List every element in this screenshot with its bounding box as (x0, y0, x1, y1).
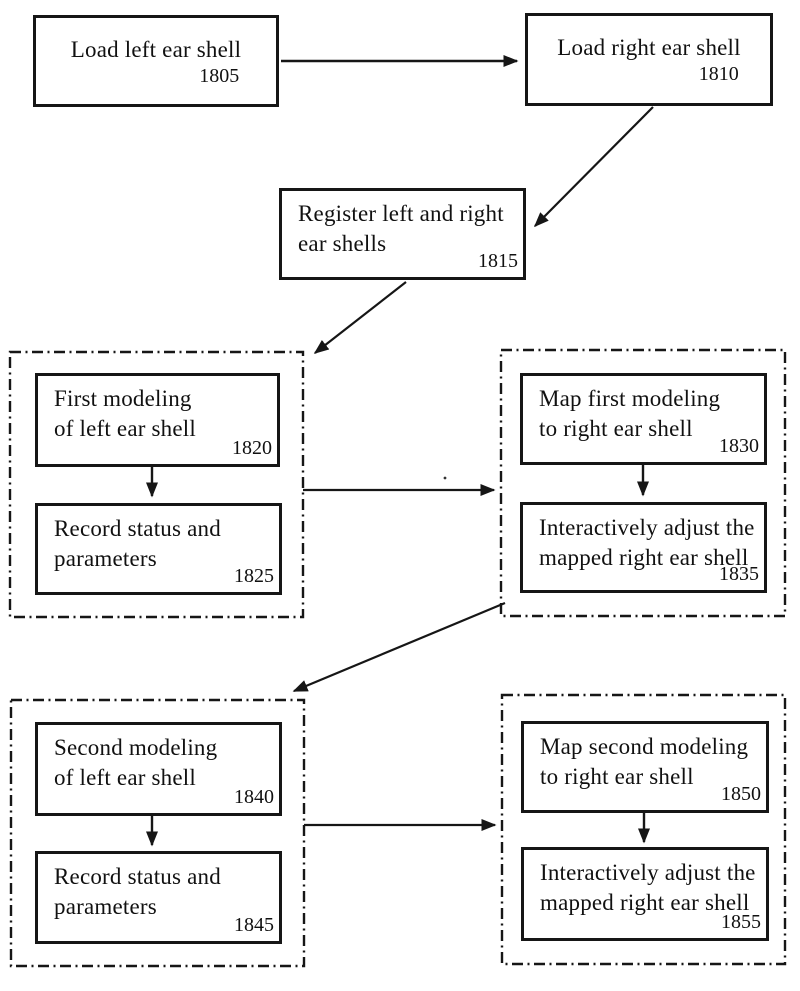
flow-box-1845-ref: 1845 (234, 914, 274, 936)
flow-box-1830-ref: 1830 (719, 435, 759, 457)
flow-box-1855-label: Interactively adjust the mapped right ea… (540, 860, 756, 915)
scan-speck (443, 476, 447, 480)
flow-box-1825-ref: 1825 (234, 565, 274, 587)
dashed-group-first-modeling-left (8, 350, 305, 619)
arrow-first-right-to-second-left-group (292, 601, 506, 693)
flow-box-1815-label: Register left and right ear shells (298, 201, 504, 256)
flow-box-1810-ref: 1810 (698, 63, 739, 85)
flow-box-1830-label: Map first modeling to right ear shell (539, 386, 721, 441)
flow-box-1840-ref: 1840 (234, 786, 274, 808)
flow-box-1845-label: Record status and parameters (54, 864, 221, 919)
flow-box-1805: Load left ear shell 1805 (33, 15, 279, 107)
flow-box-1820-label: First modeling of left ear shell (54, 386, 196, 441)
dashed-group-second-modeling-right (500, 693, 787, 966)
flow-box-1850-label: Map second modeling to right ear shell (540, 734, 749, 789)
flow-box-1815-ref: 1815 (478, 250, 518, 272)
flow-box-1835-label: Interactively adjust the mapped right ea… (539, 515, 755, 570)
flow-box-1810-label: Load right ear shell (557, 35, 741, 60)
dashed-group-first-modeling-right (499, 348, 787, 618)
flow-box-1805-ref: 1805 (199, 64, 240, 87)
flow-box-1820-ref: 1820 (232, 437, 272, 459)
flow-box-1840-label: Second modeling of left ear shell (54, 735, 218, 790)
flow-box-1855: Interactively adjust the mapped right ea… (521, 847, 769, 941)
flow-box-1845: Record status and parameters 1845 (35, 851, 282, 944)
flow-box-1825: Record status and parameters 1825 (35, 503, 282, 595)
flow-box-1835-ref: 1835 (719, 563, 759, 585)
flow-box-1840: Second modeling of left ear shell 1840 (35, 722, 282, 816)
flow-box-1830: Map first modeling to right ear shell 18… (520, 373, 767, 465)
flow-box-1810: Load right ear shell 1810 (525, 13, 773, 106)
flow-box-1825-label: Record status and parameters (54, 516, 221, 571)
flow-box-1855-ref: 1855 (721, 911, 761, 933)
flow-box-1805-label: Load left ear shell (70, 36, 242, 62)
arrow-1810-to-1815 (533, 106, 654, 228)
flow-box-1815: Register left and right ear shells 1815 (279, 188, 526, 280)
dashed-group-second-modeling-left (9, 698, 306, 968)
flow-box-1850: Map second modeling to right ear shell 1… (521, 721, 769, 813)
flow-box-1850-ref: 1850 (721, 783, 761, 805)
flow-box-1835: Interactively adjust the mapped right ea… (520, 502, 767, 593)
flow-box-1820: First modeling of left ear shell 1820 (35, 373, 280, 467)
arrow-1815-to-first-left-group (313, 281, 407, 354)
